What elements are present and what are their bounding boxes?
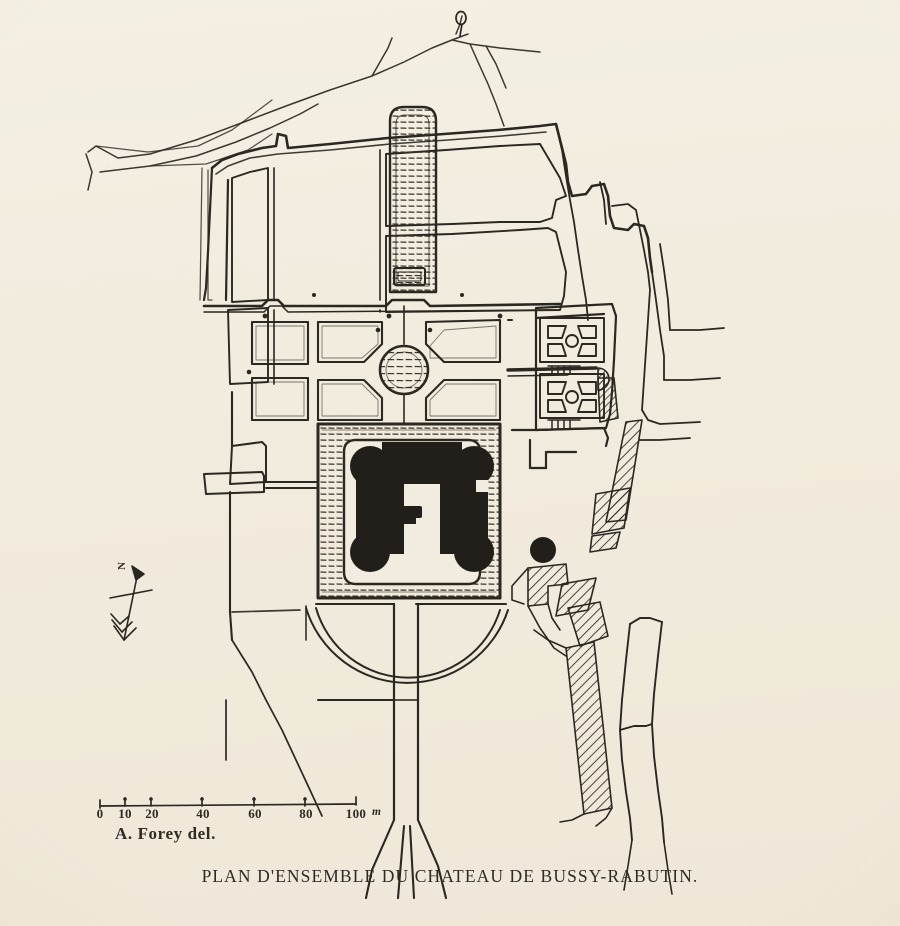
parterre-alleys	[403, 305, 405, 425]
north-alleys	[273, 149, 381, 385]
chateau-notch	[476, 480, 488, 492]
compass-north-label: N	[115, 562, 128, 570]
scale-tick-60: 60	[248, 806, 262, 821]
terrace-band	[202, 298, 562, 308]
patte-doie	[364, 818, 448, 900]
east-main-road	[619, 617, 665, 843]
terrace-band-2	[203, 305, 561, 313]
compass-rose	[109, 565, 153, 641]
scale-unit-label: m	[372, 806, 382, 818]
scale-tick-10: 10	[118, 806, 132, 821]
east-parterre-upper	[539, 317, 605, 363]
east-parterre-lower	[539, 373, 605, 419]
scale-tick-0: 0	[96, 806, 104, 821]
field-roads	[85, 15, 541, 191]
village-blocks	[527, 377, 643, 815]
plate-caption: PLAN D'ENSEMBLE DU CHATEAU DE BUSSY-RABU…	[201, 866, 699, 886]
west-outbuildings	[203, 441, 317, 495]
northwest-field-edge	[95, 99, 273, 301]
scale-bar-labels: 0 10 20 40 60 80 100 m	[0, 806, 900, 828]
east-lower-terrace	[510, 426, 610, 470]
scale-tick-80: 80	[299, 806, 313, 821]
scale-bar-dots	[123, 797, 307, 801]
parterre-beds	[250, 318, 514, 422]
west-enclosure-edge	[202, 166, 230, 302]
south-terrace-lines	[231, 603, 419, 701]
east-garden-steps	[547, 365, 581, 429]
village-lanes	[511, 567, 613, 827]
north-enclosure-inner	[215, 131, 547, 175]
moat-edge-lines	[321, 429, 497, 593]
village-round-structure	[530, 537, 556, 563]
central-rondel	[378, 344, 430, 396]
parterre-markers	[246, 327, 433, 375]
small-basin	[393, 267, 426, 286]
west-boundary	[228, 390, 234, 642]
southeast-boundary	[623, 839, 673, 895]
southwest-boundary	[225, 639, 323, 817]
artist-signature: A. Forey del.	[115, 824, 216, 843]
south-avenue	[392, 602, 420, 822]
east-field-roads	[555, 123, 725, 441]
tree-marker	[455, 10, 467, 37]
parterre-inner-lines	[255, 325, 497, 417]
scale-tick-100: 100	[345, 806, 367, 821]
scale-tick-20: 20	[145, 806, 159, 821]
east-transverse-alley-2	[507, 374, 569, 377]
caption-container: PLAN D'ENSEMBLE DU CHATEAU DE BUSSY-RABU…	[0, 866, 900, 887]
east-terrace-step	[544, 450, 578, 470]
south-terrace	[305, 603, 509, 701]
canal-basin	[388, 105, 438, 294]
terrace-markers	[262, 293, 503, 319]
scale-tick-40: 40	[196, 806, 210, 821]
